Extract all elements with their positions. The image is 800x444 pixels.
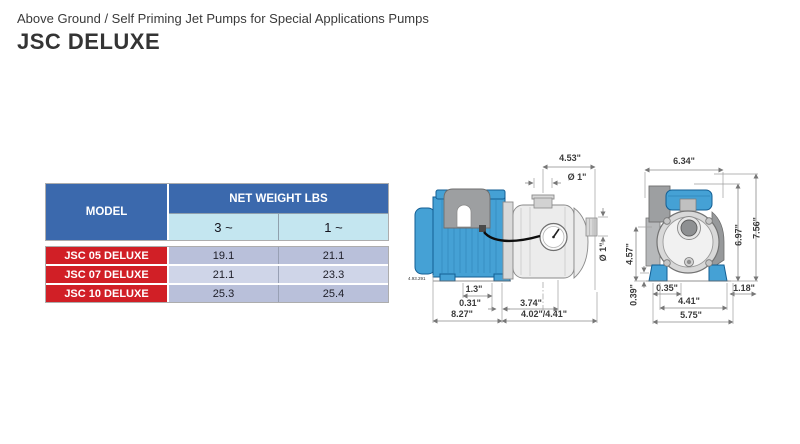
dim-right-length: 4.02"/4.41" bbox=[521, 309, 567, 319]
front-foot-right bbox=[708, 264, 728, 282]
dim-suction-port: Ø 1" bbox=[568, 172, 587, 182]
dim-port-height: 4.57" bbox=[625, 243, 635, 265]
model-name: JSC 05 DELUXE bbox=[46, 247, 167, 264]
net-weight-table: MODEL NET WEIGHT LBS 3 ~ 1 ~ JSC 05 DELU… bbox=[45, 183, 389, 303]
gauge-center bbox=[552, 235, 555, 239]
pump-end-dome bbox=[573, 207, 589, 279]
page-header: Above Ground / Self Priming Jet Pumps fo… bbox=[17, 11, 429, 55]
dim-inner-height: 6.97" bbox=[734, 224, 744, 246]
phase-1-header: 1 ~ bbox=[278, 214, 388, 240]
center-port bbox=[680, 219, 698, 237]
bolt bbox=[663, 217, 671, 225]
model-name: JSC 07 DELUXE bbox=[46, 266, 167, 283]
dim-side-top-width: 4.53" bbox=[559, 153, 581, 163]
dim-total-height: 7.56" bbox=[752, 217, 762, 239]
phase-header-row: 3 ~ 1 ~ bbox=[169, 213, 388, 240]
cable-connector bbox=[479, 225, 486, 232]
dim-right-offset: 1.18" bbox=[733, 283, 755, 293]
weight-3ph: 19.1 bbox=[169, 247, 278, 264]
pump-front-view: 6.34" 7.56" 6.97" 4.57" 0.39" 0.35" 1.18… bbox=[625, 156, 762, 325]
dimension-drawings: 4.93.291 4.53" Ø 1" Ø 1" 1.3" 0.31" 3.74… bbox=[400, 140, 800, 345]
weight-3ph: 25.3 bbox=[169, 285, 278, 302]
bolt bbox=[663, 259, 671, 267]
weight-1ph: 25.4 bbox=[278, 285, 388, 302]
dim-discharge-port: Ø 1" bbox=[598, 243, 608, 262]
fan-cover bbox=[414, 207, 436, 275]
weight-1ph: 23.3 bbox=[278, 266, 388, 283]
dim-foot-span: 1.3" bbox=[466, 284, 483, 294]
front-foot-left bbox=[648, 264, 668, 282]
category-subtitle: Above Ground / Self Priming Jet Pumps fo… bbox=[17, 11, 429, 26]
dim-front-top-width: 6.34" bbox=[673, 156, 695, 166]
dim-body-length: 8.27" bbox=[451, 309, 473, 319]
drain-plug-center bbox=[686, 259, 692, 265]
phase-3-header: 3 ~ bbox=[169, 214, 278, 240]
gauge-needle bbox=[552, 228, 560, 238]
page-title: JSC DELUXE bbox=[17, 29, 161, 55]
net-weight-lbs-header: NET WEIGHT LBS bbox=[169, 184, 388, 213]
bolt bbox=[705, 217, 713, 225]
table-row: JSC 07 DELUXE 21.1 23.3 bbox=[46, 266, 388, 283]
weight-1ph: 21.1 bbox=[278, 247, 388, 264]
dim-port-offset: 3.74" bbox=[520, 298, 542, 308]
table-body: JSC 05 DELUXE 19.1 21.1 JSC 07 DELUXE 21… bbox=[45, 246, 389, 303]
motor-foot bbox=[439, 273, 456, 282]
cap-notch bbox=[679, 198, 697, 212]
pump-side-view: 4.93.291 4.53" Ø 1" Ø 1" 1.3" 0.31" 3.74… bbox=[408, 153, 608, 324]
dim-slot-width: 0.35" bbox=[656, 283, 678, 293]
suction-port bbox=[533, 197, 553, 209]
discharge-port bbox=[585, 217, 598, 237]
bolt bbox=[705, 259, 713, 267]
pump-drawings-svg: 4.93.291 4.53" Ø 1" Ø 1" 1.3" 0.31" 3.74… bbox=[408, 153, 762, 325]
dim-slot: 0.31" bbox=[459, 298, 481, 308]
dim-foot-height: 0.39" bbox=[629, 284, 639, 306]
port-ribs bbox=[589, 218, 594, 236]
dim-bolt-span: 4.41" bbox=[678, 296, 700, 306]
drawing-code: 4.93.291 bbox=[408, 276, 426, 281]
table-header: MODEL NET WEIGHT LBS 3 ~ 1 ~ bbox=[45, 183, 389, 241]
model-name: JSC 10 DELUXE bbox=[46, 285, 167, 302]
table-row: JSC 05 DELUXE 19.1 21.1 bbox=[46, 247, 388, 264]
dim-base-width: 5.75" bbox=[680, 310, 702, 320]
model-column-header: MODEL bbox=[46, 184, 167, 240]
power-cable bbox=[483, 231, 541, 243]
net-weight-header-group: NET WEIGHT LBS 3 ~ 1 ~ bbox=[169, 184, 388, 240]
table-row: JSC 10 DELUXE 25.3 25.4 bbox=[46, 285, 388, 302]
terminal-window bbox=[456, 204, 472, 228]
weight-3ph: 21.1 bbox=[169, 266, 278, 283]
